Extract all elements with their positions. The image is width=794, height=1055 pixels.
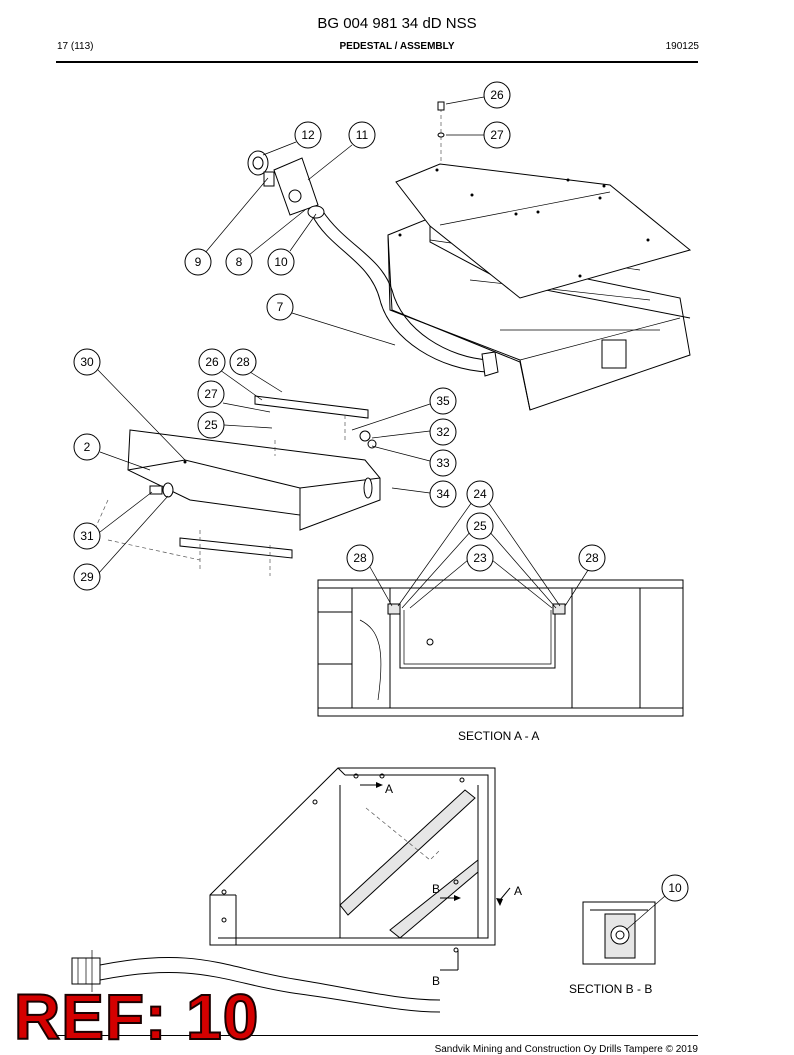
- callout-32: 32: [429, 418, 457, 446]
- svg-text:31: 31: [80, 529, 94, 543]
- svg-text:33: 33: [436, 456, 450, 470]
- callout-25-mid: 25: [197, 411, 225, 439]
- callout-28-section-right: 28: [578, 544, 606, 572]
- section-aa-label: SECTION A - A: [458, 729, 540, 743]
- callout-23: 23: [466, 544, 494, 572]
- svg-text:28: 28: [236, 355, 250, 369]
- section-bb-view: [582, 901, 656, 965]
- svg-text:25: 25: [473, 519, 487, 533]
- callout-10-section-bb: 10: [661, 874, 689, 902]
- hose-7: [311, 214, 489, 373]
- svg-text:26: 26: [205, 355, 219, 369]
- callout-8: 8: [225, 248, 253, 276]
- section-bb-label: SECTION B - B: [569, 982, 653, 996]
- callout-30: 30: [73, 348, 101, 376]
- callout-11: 11: [348, 121, 376, 149]
- svg-text:30: 30: [80, 355, 94, 369]
- footer-rule: [56, 1035, 698, 1036]
- callout-27-mid: 27: [197, 380, 225, 408]
- svg-text:26: 26: [490, 88, 504, 102]
- svg-text:8: 8: [236, 255, 243, 269]
- svg-text:11: 11: [356, 128, 369, 142]
- svg-text:25: 25: [204, 418, 218, 432]
- svg-text:24: 24: [473, 487, 487, 501]
- callout-26-mid: 26: [198, 348, 226, 376]
- callout-2: 2: [73, 433, 101, 461]
- flange-plate-11: [273, 157, 319, 216]
- svg-text:29: 29: [80, 570, 94, 584]
- header-rule: [56, 61, 698, 63]
- footer-copyright: Sandvik Mining and Construction Oy Drill…: [434, 1044, 698, 1055]
- svg-text:27: 27: [490, 128, 504, 142]
- svg-text:12: 12: [301, 128, 315, 142]
- callout-31: 31: [73, 522, 101, 550]
- leader-lines: [97, 96, 666, 931]
- pedestal-cover-plate: [395, 163, 692, 299]
- svg-text:28: 28: [353, 551, 367, 565]
- svg-text:2: 2: [84, 440, 91, 454]
- section-mark-b-top: B: [432, 882, 441, 896]
- fitting-31: [149, 482, 174, 498]
- page-title: PEDESTAL / ASSEMBLY: [339, 41, 455, 52]
- svg-text:10: 10: [668, 881, 682, 895]
- callout-12: 12: [294, 121, 322, 149]
- svg-text:23: 23: [473, 551, 487, 565]
- section-mark-a-top: A: [385, 782, 394, 796]
- callout-7: 7: [266, 293, 294, 321]
- bolt-26: [437, 101, 445, 111]
- document-number: BG 004 981 34 dD NSS: [317, 15, 477, 32]
- callout-28-section-left: 28: [346, 544, 374, 572]
- document-date: 190125: [665, 41, 699, 52]
- callout-26-top: 26: [483, 81, 511, 109]
- callout-29: 29: [73, 563, 101, 591]
- clamp-assembly-32: [359, 430, 377, 449]
- page-number: 17 (113): [57, 41, 94, 52]
- callout-34: 34: [429, 480, 457, 508]
- svg-text:34: 34: [436, 487, 450, 501]
- callout-35: 35: [429, 387, 457, 415]
- svg-text:35: 35: [436, 394, 450, 408]
- callout-28-mid: 28: [229, 348, 257, 376]
- callout-9: 9: [184, 248, 212, 276]
- callout-33: 33: [429, 449, 457, 477]
- section-mark-b-bottom: B: [432, 974, 441, 988]
- callout-27-top: 27: [483, 121, 511, 149]
- svg-text:10: 10: [274, 255, 288, 269]
- svg-text:9: 9: [195, 255, 202, 269]
- fitting-12: [247, 150, 275, 187]
- washer-27: [437, 132, 445, 138]
- reference-stamp: REF: 10: [13, 981, 260, 1053]
- mounting-bracket-upper: [254, 395, 369, 419]
- bottom-hose: [71, 950, 441, 1013]
- svg-text:32: 32: [436, 425, 450, 439]
- callout-10-top: 10: [267, 248, 295, 276]
- section-mark-a-right: A: [514, 884, 523, 898]
- svg-text:27: 27: [204, 387, 218, 401]
- cable-tray-2: [127, 429, 381, 531]
- svg-text:7: 7: [277, 300, 284, 314]
- top-view-assembly: [209, 767, 511, 971]
- mounting-bracket-lower: [179, 537, 293, 559]
- callout-24: 24: [466, 480, 494, 508]
- svg-text:28: 28: [585, 551, 599, 565]
- section-aa-view: [317, 579, 684, 717]
- clamp-10: [307, 205, 325, 219]
- callout-25-section: 25: [466, 512, 494, 540]
